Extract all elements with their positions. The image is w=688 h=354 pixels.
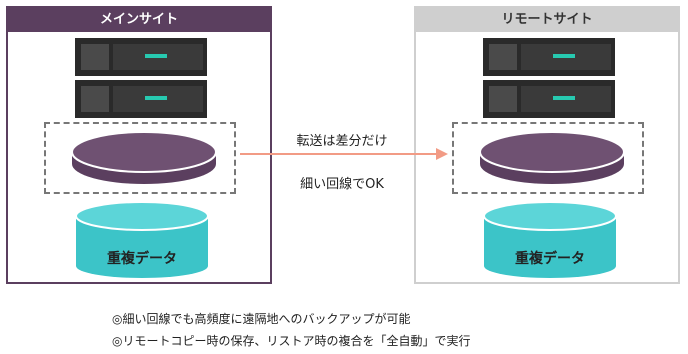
main-server-icon xyxy=(75,38,207,118)
note-line-2: ◎リモートコピー時の保存、リストア時の複合を「全自動」で実行 xyxy=(112,334,471,348)
main-storage-disk-icon xyxy=(71,131,217,184)
remote-server-icon xyxy=(483,38,615,118)
remote-dedup-cylinder-icon xyxy=(483,201,617,278)
remote-storage-dashed-box xyxy=(452,122,644,194)
main-site-title: メインサイト xyxy=(8,8,270,32)
transfer-note-bandwidth: 細い回線でOK xyxy=(300,177,384,192)
main-dedup-label: 重複データ xyxy=(107,251,177,267)
remote-site-panel: リモートサイト 重複データ xyxy=(414,6,680,284)
main-dedup-cylinder-icon xyxy=(75,201,209,278)
note-line-1: ◎細い回線でも高頻度に遠隔地へのバックアップが可能 xyxy=(112,312,411,326)
transfer-arrow-icon xyxy=(240,148,448,160)
main-storage-dashed-box xyxy=(44,122,236,194)
main-site-panel: メインサイト 重複データ xyxy=(6,6,272,284)
remote-dedup-label: 重複データ xyxy=(515,251,585,267)
transfer-note-diff: 転送は差分だけ xyxy=(296,134,388,149)
remote-site-title: リモートサイト xyxy=(416,8,678,32)
remote-storage-disk-icon xyxy=(479,131,625,184)
